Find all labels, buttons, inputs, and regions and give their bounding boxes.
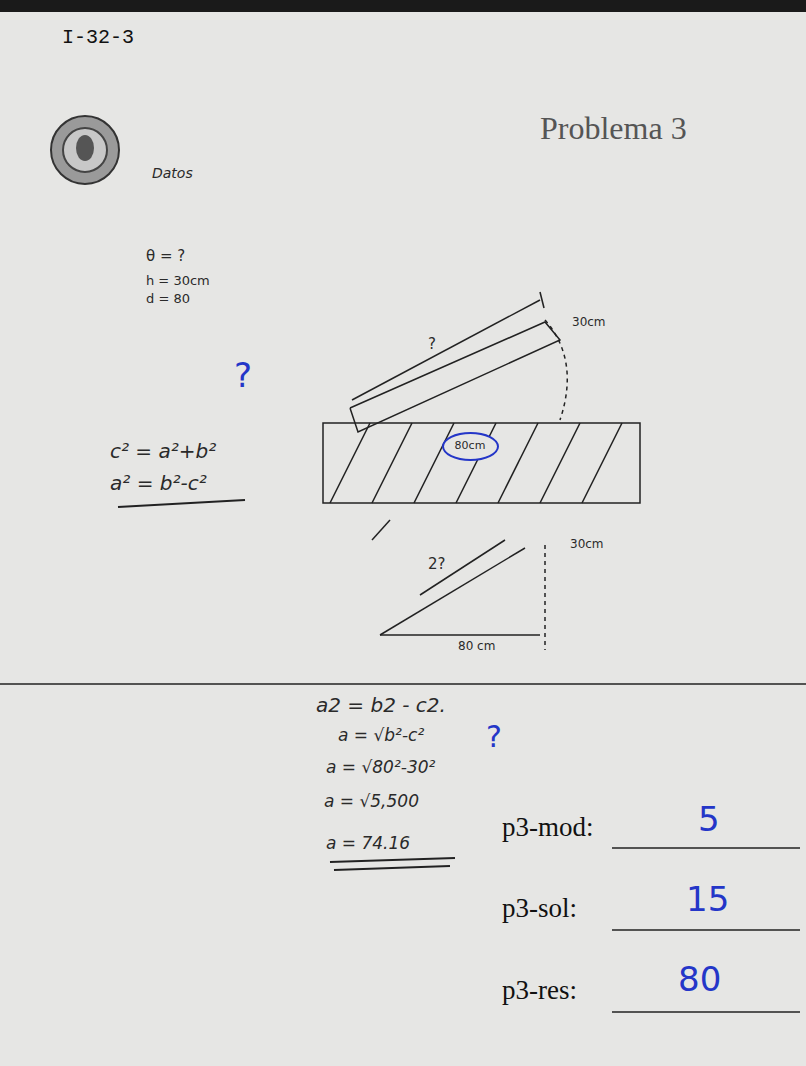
formula: a2 = b2 - c2.: [316, 694, 446, 717]
problem-title: Problema 3: [540, 110, 687, 147]
formula: a = √b²-c²: [338, 726, 424, 746]
dimension: 30cm: [572, 316, 606, 330]
formula: a = √80²-30²: [326, 758, 435, 778]
score-value: 15: [686, 880, 729, 919]
given-value: θ = ?: [146, 248, 185, 265]
dimension: ?: [428, 336, 436, 353]
given-value: h = 30cm: [146, 274, 210, 289]
answer-line: [612, 1011, 800, 1013]
underline: [118, 500, 245, 507]
answer-line: [612, 847, 800, 849]
score-value: 5: [698, 800, 720, 839]
score-label: p3-res:: [502, 975, 577, 1006]
score-label: p3-sol:: [502, 893, 577, 924]
university-seal: [51, 116, 119, 184]
dimension: 80 cm: [458, 640, 495, 654]
given-value: d = 80: [146, 292, 190, 307]
data-heading: Datos: [152, 165, 193, 181]
underline: [330, 858, 455, 862]
score-value: 80: [678, 960, 721, 999]
score-label: p3-mod:: [502, 812, 594, 843]
formula: a = √5,500: [324, 792, 419, 812]
formula: a² = b²-c²: [110, 472, 207, 495]
dimension: 2?: [428, 556, 446, 573]
dimension: 80cm: [455, 440, 486, 453]
section-divider: [0, 683, 806, 685]
grader-mark: ?: [234, 356, 252, 395]
dimension: 30cm: [570, 538, 604, 552]
board-sketch: [323, 292, 640, 540]
result: a = 74.16: [326, 834, 410, 854]
answer-line: [612, 929, 800, 931]
triangle-sketch: [380, 540, 545, 650]
grader-mark: ?: [486, 720, 502, 755]
scan-edge: [0, 0, 806, 12]
circled-value: 80cm: [442, 432, 499, 461]
sheet-code: I-32-3: [62, 26, 134, 49]
formula: c² = a²+b²: [110, 440, 216, 463]
underline: [334, 866, 450, 870]
